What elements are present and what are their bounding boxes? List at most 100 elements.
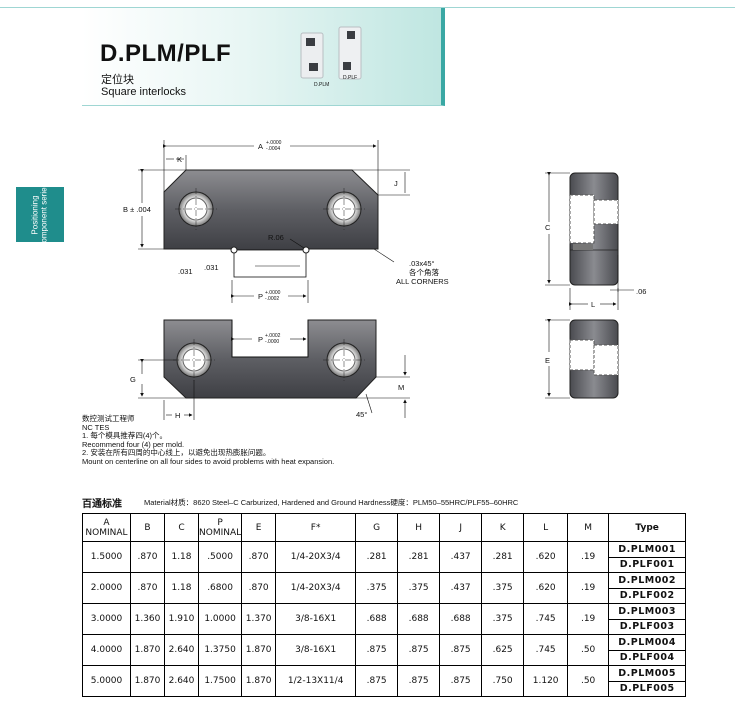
table-row: 3.0000 1.360 1.910 1.0000 1.370 3/8-16X1…: [82, 603, 687, 635]
cell-h: .688: [397, 603, 441, 635]
cell-g: .281: [355, 541, 399, 573]
cell-g: .875: [355, 634, 399, 666]
col-e: E: [241, 513, 277, 542]
cell-type-plm: D.PLM003: [608, 603, 687, 620]
cell-f: 3/8-16X1: [275, 603, 357, 635]
dim-p-tol-minus: -.0002: [265, 296, 279, 302]
dim-p2-label: P: [258, 335, 263, 344]
dim-p2-tol-plus: +.0002: [265, 333, 281, 339]
plm-top-view: [163, 169, 379, 278]
cell-f: 1/4-20X3/4: [275, 541, 357, 573]
cell-h: .875: [397, 665, 441, 697]
subtitle-cn: 定位块: [101, 74, 134, 86]
cell-type-plm: D.PLM002: [608, 572, 687, 589]
cell-c: 1.18: [164, 572, 199, 604]
cell-l: 1.120: [523, 665, 569, 697]
cell-type-plf: D.PLF002: [608, 587, 687, 604]
cell-type-plf: D.PLF005: [608, 680, 687, 697]
col-l: L: [523, 513, 569, 542]
cell-b: 1.870: [130, 634, 165, 666]
cell-b: .870: [130, 572, 165, 604]
cell-c: 2.640: [164, 634, 199, 666]
photo-label-plm: D.PLM: [314, 82, 329, 88]
cell-f: 3/8-16X1: [275, 634, 357, 666]
col-c: C: [164, 513, 199, 542]
dim-m-label: M: [398, 383, 404, 392]
dim-031-left: .031: [178, 267, 193, 276]
cell-type-plm: D.PLM005: [608, 665, 687, 682]
cell-p: 1.7500: [197, 665, 243, 697]
cell-e: .870: [241, 541, 277, 573]
cell-b: 1.870: [130, 665, 165, 697]
cell-type-plf: D.PLF004: [608, 649, 687, 666]
cell-a: 3.0000: [82, 603, 131, 635]
cell-j: .688: [439, 603, 483, 635]
cell-g: .688: [355, 603, 399, 635]
cell-m: .50: [567, 634, 610, 666]
cell-f: 1/2-13X11/4: [275, 665, 357, 697]
dim-031-mid: .031: [204, 263, 219, 272]
dim-h-label: H: [175, 411, 180, 420]
cell-type-plm: D.PLM001: [608, 541, 687, 558]
dim-a-tol-plus: +.0000: [266, 140, 282, 146]
cell-f: 1/4-20X3/4: [275, 572, 357, 604]
col-f: F*: [275, 513, 357, 542]
cell-e: 1.370: [241, 603, 277, 635]
col-j: J: [439, 513, 483, 542]
cell-g: .875: [355, 665, 399, 697]
dim-k-label: K: [177, 155, 182, 164]
dim-l-label: L: [591, 300, 595, 309]
col-type: Type: [608, 513, 687, 542]
dim-j-label: J: [394, 179, 398, 188]
cell-e: .870: [241, 572, 277, 604]
cell-l: .745: [523, 634, 569, 666]
cell-h: .875: [397, 634, 441, 666]
table-row: 2.0000 .870 1.18 .6800 .870 1/4-20X3/4 .…: [82, 572, 687, 604]
cell-k: .375: [481, 572, 525, 604]
cell-c: 1.910: [164, 603, 199, 635]
side-view-e: [569, 319, 619, 399]
dim-p-tol-plus: +.0000: [265, 290, 281, 296]
cell-k: .375: [481, 603, 525, 635]
cell-j: .437: [439, 572, 483, 604]
note-line: 1. 每个模具推荐四(4)个。: [82, 431, 168, 441]
table-row: 5.0000 1.870 2.640 1.7500 1.870 1/2-13X1…: [82, 665, 687, 697]
plf-front-view: [163, 319, 377, 399]
cell-h: .375: [397, 572, 441, 604]
cell-c: 1.18: [164, 541, 199, 573]
dim-06-label: .06: [636, 287, 646, 296]
material-note: Material材质：8620 Steel–C Carburized, Hard…: [144, 498, 519, 507]
cell-j: .875: [439, 634, 483, 666]
notes: 数控测试工程师 NC TES 1. 每个模具推荐四(4)个。 Recommend…: [82, 414, 335, 467]
note-line: 2. 安装在所有四周的中心线上，以避免出现热膨胀问题。: [82, 448, 271, 458]
dim-c-label: C: [545, 223, 551, 232]
dim-p-label: P: [258, 292, 263, 301]
note-line: Mount on centerline on all four sides to…: [82, 456, 335, 466]
col-k: K: [481, 513, 525, 542]
col-h: H: [397, 513, 441, 542]
standard-label: 百通标准: [82, 499, 122, 510]
cell-type-plf: D.PLF001: [608, 556, 687, 573]
product-photo: D.PLM D.PLF: [300, 26, 362, 88]
chamfer-note-2: 各个角落: [409, 267, 439, 277]
note-line: Recommend four (4) per mold.: [82, 439, 185, 449]
table-row: D.PLF005: [83, 680, 687, 697]
cell-type-plm: D.PLM004: [608, 634, 687, 651]
cell-e: 1.870: [241, 665, 277, 697]
dim-a-label: A: [258, 142, 263, 151]
dim-e-label: E: [545, 356, 550, 365]
cell-l: .620: [523, 541, 569, 573]
cell-e: 1.870: [241, 634, 277, 666]
subtitle-en: Square interlocks: [101, 86, 186, 98]
dim-g-label: G: [130, 375, 136, 384]
cell-m: .19: [567, 541, 610, 573]
cell-p: .6800: [197, 572, 243, 604]
col-b: B: [130, 513, 165, 542]
cell-c: 2.640: [164, 665, 199, 697]
cell-a: 5.0000: [82, 665, 131, 697]
cell-l: .745: [523, 603, 569, 635]
cell-l: .620: [523, 572, 569, 604]
top-rule: [0, 7, 735, 8]
